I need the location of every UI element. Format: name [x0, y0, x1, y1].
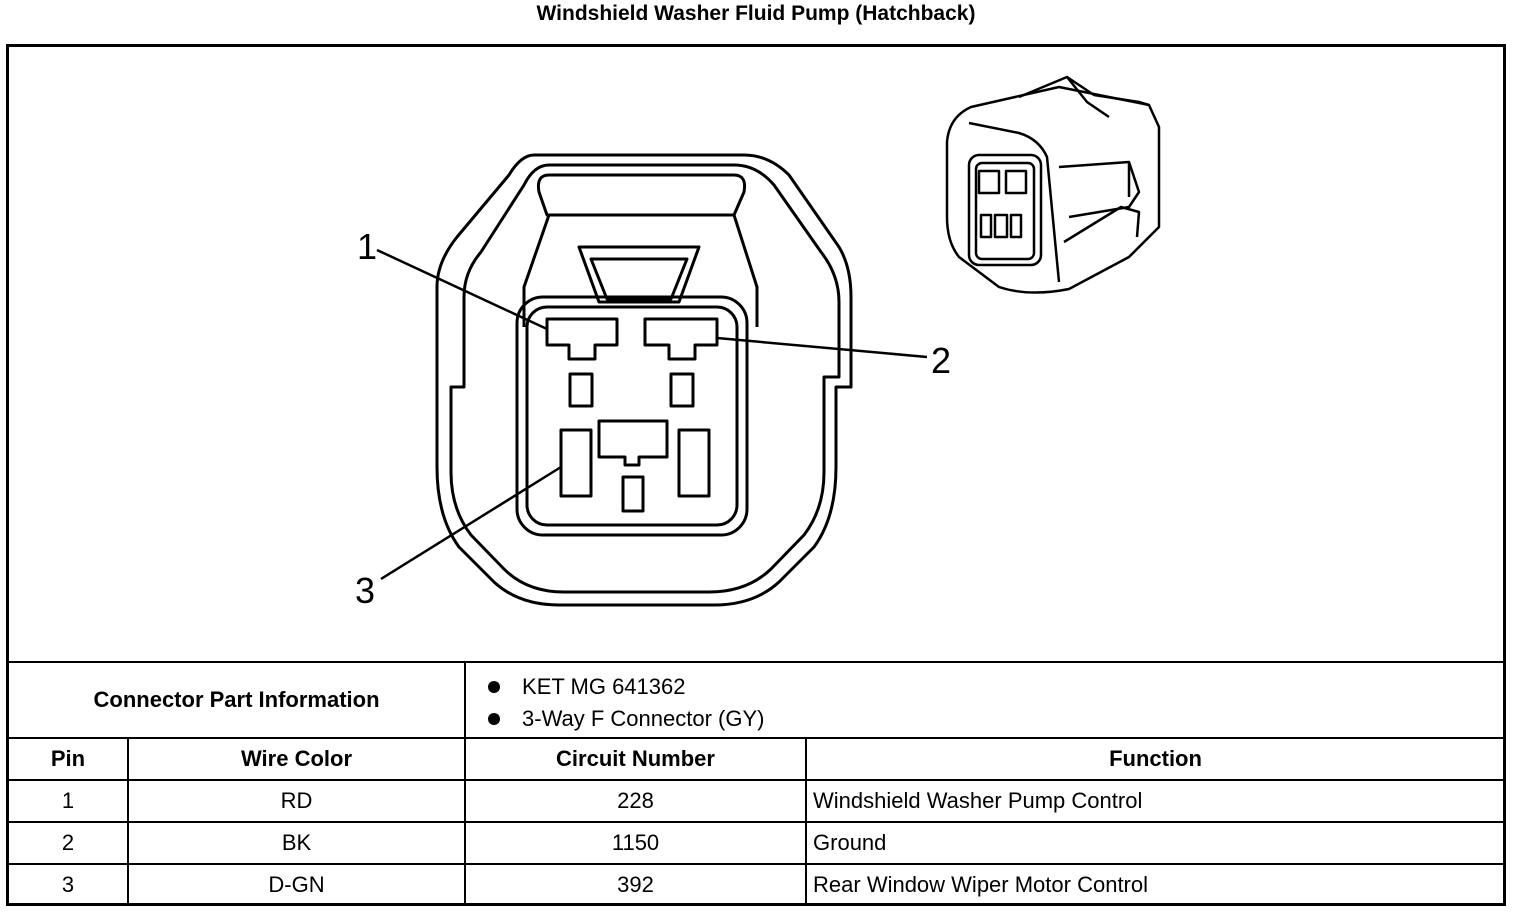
connector-info-list: KET MG 641362 3-Way F Connector (GY) — [464, 661, 1504, 739]
cell-function: Windshield Washer Pump Control — [805, 779, 1504, 823]
terminal-center-lock — [621, 475, 645, 513]
terminal-1-lock — [568, 372, 594, 408]
table-header-row: Pin Wire Color Circuit Number Function — [9, 737, 1504, 781]
connector-face-diagram: 1 2 3 — [355, 75, 1161, 611]
latch-window — [577, 245, 701, 304]
cell-pin: 2 — [9, 821, 129, 865]
bullet-icon — [488, 681, 501, 693]
pinout-table: Connector Part Information KET MG 641362… — [9, 661, 1504, 905]
cell-circuit-number: 228 — [464, 779, 808, 823]
terminal-cavity-inner — [525, 305, 739, 527]
table-row: 2 BK 1150 Ground — [9, 821, 1504, 865]
cell-circuit-number: 1150 — [464, 821, 808, 865]
table-row: 3 D-GN 392 Rear Window Wiper Motor Contr… — [9, 863, 1504, 905]
cell-function: Ground — [805, 821, 1504, 865]
latch-window-inner — [589, 257, 689, 301]
connector-3d-view — [945, 75, 1161, 294]
connector-info-item: 3-Way F Connector (GY) — [488, 703, 1504, 735]
pin-label-2: 2 — [931, 340, 951, 381]
header-function: Function — [805, 737, 1504, 781]
bullet-icon — [488, 713, 501, 725]
cell-wire-color: RD — [126, 779, 467, 823]
header-circuit-number: Circuit Number — [464, 737, 808, 781]
terminal-2-lock — [669, 372, 695, 408]
cell-pin: 1 — [9, 779, 129, 823]
leader-line-3 — [380, 465, 562, 581]
terminal-side — [677, 428, 711, 498]
latch — [537, 173, 746, 217]
connector-info-row: Connector Part Information KET MG 641362… — [9, 661, 1504, 739]
header-pin: Pin — [9, 737, 129, 781]
cell-pin: 3 — [9, 863, 129, 905]
cell-function: Rear Window Wiper Motor Control — [805, 863, 1504, 905]
table-row: 1 RD 228 Windshield Washer Pump Control — [9, 779, 1504, 823]
pin-label-1: 1 — [357, 226, 377, 267]
header-wire-color: Wire Color — [126, 737, 467, 781]
connector-outer-housing — [435, 153, 853, 607]
terminal-2 — [643, 317, 719, 361]
terminal-1 — [545, 317, 619, 361]
connector-info-item: KET MG 641362 — [488, 671, 1504, 703]
terminal-cavity — [515, 295, 749, 537]
terminal-center — [597, 419, 669, 467]
connector-info-label: Connector Part Information — [9, 661, 467, 739]
latch-arm — [522, 214, 759, 327]
leader-line-2 — [716, 336, 928, 359]
cell-wire-color: BK — [126, 821, 467, 865]
leader-line-1 — [376, 248, 548, 331]
cell-wire-color: D-GN — [126, 863, 467, 905]
diagram-title: Windshield Washer Fluid Pump (Hatchback) — [536, 2, 976, 25]
cell-circuit-number: 392 — [464, 863, 808, 905]
connector-inner-housing — [449, 163, 841, 594]
pin-label-3: 3 — [355, 570, 375, 611]
terminal-3 — [559, 428, 593, 498]
